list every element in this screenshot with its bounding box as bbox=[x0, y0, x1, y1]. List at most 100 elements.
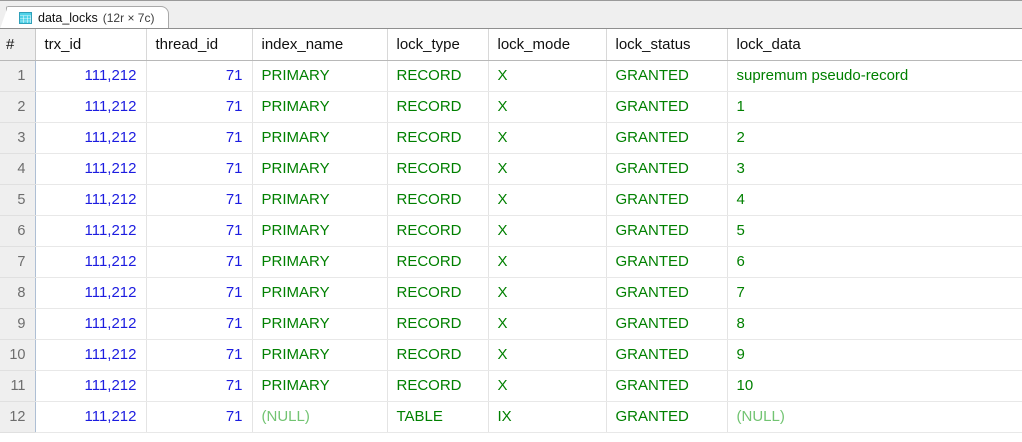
cell-thread-id[interactable]: 71 bbox=[146, 122, 253, 154]
cell-index-name[interactable]: PRIMARY bbox=[252, 91, 388, 123]
cell-lock-status[interactable]: GRANTED bbox=[606, 277, 728, 309]
cell-index-name[interactable]: PRIMARY bbox=[252, 184, 388, 216]
cell-lock-type[interactable]: TABLE bbox=[387, 401, 489, 433]
cell-index-name[interactable]: PRIMARY bbox=[252, 277, 388, 309]
cell-trx-id[interactable]: 111,212 bbox=[35, 308, 147, 340]
cell-lock-data[interactable]: 8 bbox=[727, 308, 1022, 340]
cell-rownum[interactable]: 3 bbox=[0, 122, 36, 154]
cell-rownum[interactable]: 5 bbox=[0, 184, 36, 216]
cell-lock-mode[interactable]: IX bbox=[488, 401, 607, 433]
cell-trx-id[interactable]: 111,212 bbox=[35, 60, 147, 92]
column-header-lock-data[interactable]: lock_data bbox=[727, 29, 1022, 61]
cell-trx-id[interactable]: 111,212 bbox=[35, 401, 147, 433]
cell-thread-id[interactable]: 71 bbox=[146, 184, 253, 216]
cell-lock-status[interactable]: GRANTED bbox=[606, 246, 728, 278]
cell-lock-mode[interactable]: X bbox=[488, 339, 607, 371]
cell-lock-mode[interactable]: X bbox=[488, 308, 607, 340]
cell-lock-type[interactable]: RECORD bbox=[387, 339, 489, 371]
cell-thread-id[interactable]: 71 bbox=[146, 91, 253, 123]
cell-lock-mode[interactable]: X bbox=[488, 153, 607, 185]
cell-rownum[interactable]: 11 bbox=[0, 370, 36, 402]
cell-trx-id[interactable]: 111,212 bbox=[35, 184, 147, 216]
cell-lock-status[interactable]: GRANTED bbox=[606, 184, 728, 216]
cell-rownum[interactable]: 10 bbox=[0, 339, 36, 371]
cell-lock-mode[interactable]: X bbox=[488, 246, 607, 278]
cell-rownum[interactable]: 12 bbox=[0, 401, 36, 433]
cell-trx-id[interactable]: 111,212 bbox=[35, 339, 147, 371]
cell-thread-id[interactable]: 71 bbox=[146, 308, 253, 340]
column-header-lock-type[interactable]: lock_type bbox=[387, 29, 489, 61]
cell-index-name[interactable]: PRIMARY bbox=[252, 339, 388, 371]
cell-index-name[interactable]: PRIMARY bbox=[252, 246, 388, 278]
cell-thread-id[interactable]: 71 bbox=[146, 215, 253, 247]
column-header-thread-id[interactable]: thread_id bbox=[146, 29, 253, 61]
cell-rownum[interactable]: 8 bbox=[0, 277, 36, 309]
cell-lock-mode[interactable]: X bbox=[488, 370, 607, 402]
cell-trx-id[interactable]: 111,212 bbox=[35, 122, 147, 154]
cell-lock-mode[interactable]: X bbox=[488, 91, 607, 123]
column-header-lock-status[interactable]: lock_status bbox=[606, 29, 728, 61]
cell-lock-type[interactable]: RECORD bbox=[387, 60, 489, 92]
cell-trx-id[interactable]: 111,212 bbox=[35, 277, 147, 309]
cell-lock-mode[interactable]: X bbox=[488, 122, 607, 154]
cell-lock-mode[interactable]: X bbox=[488, 60, 607, 92]
cell-trx-id[interactable]: 111,212 bbox=[35, 153, 147, 185]
cell-lock-data[interactable]: 2 bbox=[727, 122, 1022, 154]
cell-index-name[interactable]: PRIMARY bbox=[252, 308, 388, 340]
cell-rownum[interactable]: 1 bbox=[0, 60, 36, 92]
cell-lock-status[interactable]: GRANTED bbox=[606, 122, 728, 154]
cell-lock-mode[interactable]: X bbox=[488, 215, 607, 247]
cell-lock-status[interactable]: GRANTED bbox=[606, 153, 728, 185]
column-header-trx-id[interactable]: trx_id bbox=[35, 29, 147, 61]
cell-rownum[interactable]: 6 bbox=[0, 215, 36, 247]
cell-lock-data[interactable]: 4 bbox=[727, 184, 1022, 216]
column-header-lock-mode[interactable]: lock_mode bbox=[488, 29, 607, 61]
cell-trx-id[interactable]: 111,212 bbox=[35, 91, 147, 123]
cell-lock-type[interactable]: RECORD bbox=[387, 246, 489, 278]
cell-index-name[interactable]: PRIMARY bbox=[252, 370, 388, 402]
cell-lock-data[interactable]: (NULL) bbox=[727, 401, 1022, 433]
cell-index-name[interactable]: PRIMARY bbox=[252, 60, 388, 92]
cell-rownum[interactable]: 4 bbox=[0, 153, 36, 185]
cell-lock-data[interactable]: supremum pseudo-record bbox=[727, 60, 1022, 92]
cell-lock-type[interactable]: RECORD bbox=[387, 153, 489, 185]
cell-index-name[interactable]: PRIMARY bbox=[252, 122, 388, 154]
cell-lock-data[interactable]: 10 bbox=[727, 370, 1022, 402]
cell-lock-type[interactable]: RECORD bbox=[387, 122, 489, 154]
cell-thread-id[interactable]: 71 bbox=[146, 60, 253, 92]
cell-rownum[interactable]: 2 bbox=[0, 91, 36, 123]
tab-data-locks[interactable]: data_locks (12r × 7c) bbox=[0, 6, 170, 29]
cell-lock-type[interactable]: RECORD bbox=[387, 215, 489, 247]
cell-lock-status[interactable]: GRANTED bbox=[606, 401, 728, 433]
cell-rownum[interactable]: 9 bbox=[0, 308, 36, 340]
results-table-container[interactable]: # trx_id thread_id index_name lock_type … bbox=[0, 28, 1022, 442]
cell-lock-mode[interactable]: X bbox=[488, 184, 607, 216]
cell-lock-type[interactable]: RECORD bbox=[387, 184, 489, 216]
cell-lock-status[interactable]: GRANTED bbox=[606, 91, 728, 123]
cell-lock-data[interactable]: 1 bbox=[727, 91, 1022, 123]
cell-lock-status[interactable]: GRANTED bbox=[606, 308, 728, 340]
cell-lock-data[interactable]: 6 bbox=[727, 246, 1022, 278]
cell-thread-id[interactable]: 71 bbox=[146, 370, 253, 402]
cell-lock-data[interactable]: 5 bbox=[727, 215, 1022, 247]
cell-trx-id[interactable]: 111,212 bbox=[35, 215, 147, 247]
cell-lock-type[interactable]: RECORD bbox=[387, 308, 489, 340]
cell-index-name[interactable]: (NULL) bbox=[252, 401, 388, 433]
cell-lock-data[interactable]: 9 bbox=[727, 339, 1022, 371]
cell-lock-type[interactable]: RECORD bbox=[387, 277, 489, 309]
cell-lock-mode[interactable]: X bbox=[488, 277, 607, 309]
column-header-index-name[interactable]: index_name bbox=[252, 29, 388, 61]
cell-lock-status[interactable]: GRANTED bbox=[606, 339, 728, 371]
cell-lock-status[interactable]: GRANTED bbox=[606, 60, 728, 92]
cell-lock-type[interactable]: RECORD bbox=[387, 370, 489, 402]
cell-trx-id[interactable]: 111,212 bbox=[35, 370, 147, 402]
cell-rownum[interactable]: 7 bbox=[0, 246, 36, 278]
